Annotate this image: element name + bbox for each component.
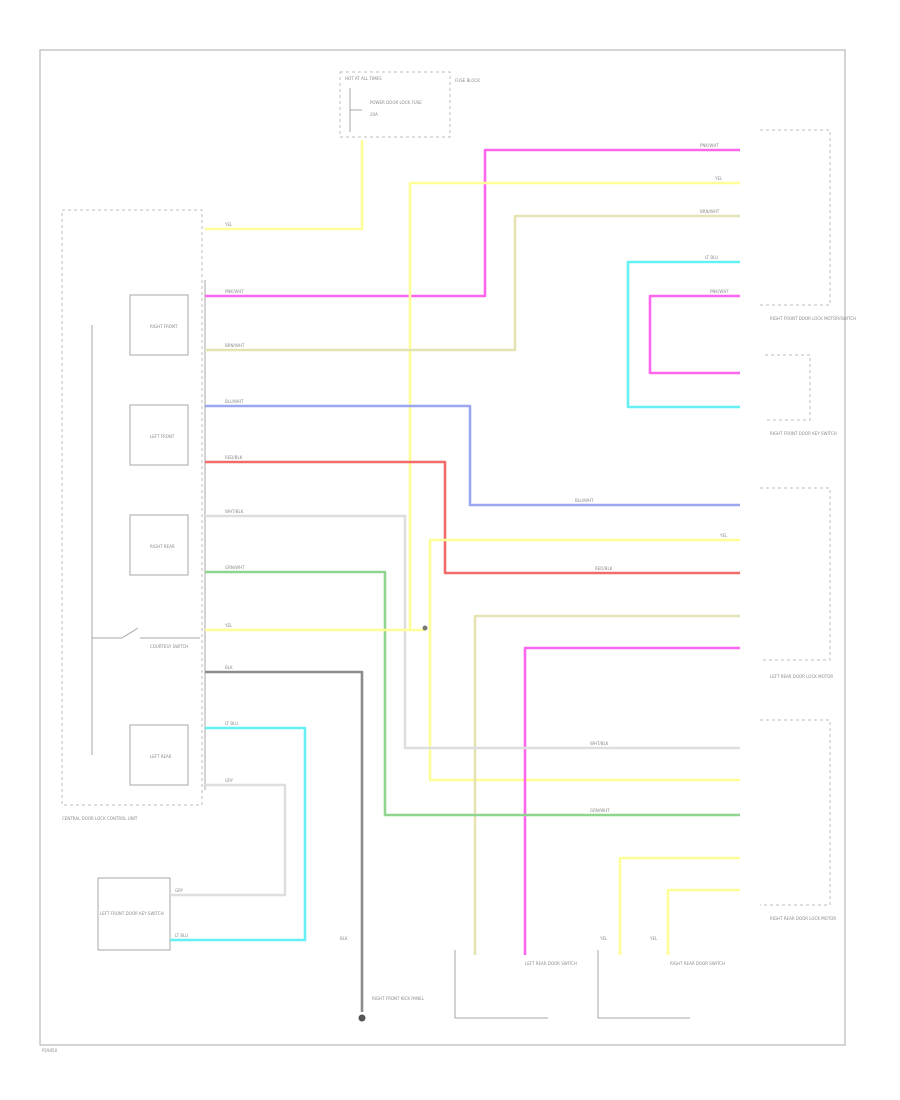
- svg-text:LT BLU: LT BLU: [175, 933, 188, 938]
- fuse-box-label: HOT AT ALL TIMES: [345, 76, 382, 81]
- wire-pink-lr: [523, 646, 740, 955]
- svg-text:YEL: YEL: [649, 936, 658, 941]
- ground-point: RIGHT FRONT KICK PANEL: [358, 996, 425, 1022]
- wire-tan-lr: [473, 614, 740, 955]
- wire-yellow-fuse: [205, 140, 364, 231]
- wire-white: [205, 514, 740, 750]
- wire-yellow-lr: [428, 538, 740, 782]
- svg-text:LT BLU: LT BLU: [225, 721, 238, 726]
- svg-text:YEL: YEL: [224, 222, 233, 227]
- control-unit: CENTRAL DOOR LOCK CONTROL UNIT RIGHT FRO…: [61, 209, 206, 821]
- splice-point: [422, 625, 428, 631]
- relay-right-front: RIGHT FRONT: [129, 294, 189, 356]
- lf-key-switch: LEFT FRONT DOOR KEY SWITCH: [97, 877, 171, 951]
- wire-yellow: [408, 181, 740, 630]
- relay-left-front: LEFT FRONT: [129, 404, 189, 466]
- svg-text:RIGHT REAR DOOR SWITCH: RIGHT REAR DOOR SWITCH: [670, 961, 725, 966]
- svg-text:RIGHT FRONT: RIGHT FRONT: [150, 324, 178, 329]
- lr-lock-motor: LEFT REAR DOOR LOCK MOTOR: [760, 487, 833, 679]
- wire-green: [205, 570, 740, 817]
- svg-text:BLU/WHT: BLU/WHT: [225, 399, 244, 404]
- wire-white-lf: [170, 783, 287, 897]
- svg-text:GRN/WHT: GRN/WHT: [590, 808, 610, 813]
- svg-text:GRN/WHT: GRN/WHT: [225, 565, 245, 570]
- svg-text:BLK: BLK: [225, 665, 233, 670]
- svg-text:PNK/WHT: PNK/WHT: [700, 143, 719, 148]
- svg-text:BLK: BLK: [340, 936, 348, 941]
- rf-key-switch: RIGHT FRONT DOOR KEY SWITCH: [765, 354, 837, 436]
- svg-text:LEFT REAR DOOR LOCK MOTOR: LEFT REAR DOOR LOCK MOTOR: [770, 674, 833, 679]
- wire-group: [170, 140, 740, 1012]
- svg-text:RIGHT REAR: RIGHT REAR: [150, 544, 175, 549]
- fuse-block-label: FUSE BLOCK: [455, 78, 480, 83]
- fuse-name-label: POWER DOOR LOCK FUSE: [370, 100, 422, 105]
- svg-text:GRY: GRY: [175, 888, 184, 893]
- svg-text:BLU/WHT: BLU/WHT: [575, 498, 594, 503]
- lr-door-switch: LEFT REAR DOOR SWITCH: [454, 950, 577, 1019]
- fuse-amps-label: 20A: [370, 112, 378, 117]
- svg-text:YEL: YEL: [224, 623, 233, 628]
- svg-text:BRN/WHT: BRN/WHT: [225, 343, 245, 348]
- svg-text:RIGHT FRONT DOOR LOCK MOTOR/SW: RIGHT FRONT DOOR LOCK MOTOR/SWITCH: [770, 316, 856, 321]
- svg-text:WHT/BLK: WHT/BLK: [590, 741, 609, 746]
- svg-text:PNK/WHT: PNK/WHT: [225, 289, 244, 294]
- wire-labels: PNK/WHT BRN/WHT BLU/WHT RED/BLK WHT/BLK …: [175, 143, 729, 941]
- svg-text:PNK/WHT: PNK/WHT: [710, 289, 729, 294]
- wire-grey: [205, 670, 364, 1012]
- wire-pink-rf: [648, 294, 740, 375]
- svg-text:RED/BLK: RED/BLK: [595, 566, 613, 571]
- wire-yellow-rr: [618, 856, 740, 955]
- relay-right-rear: RIGHT REAR: [129, 514, 189, 576]
- wire-cyan-lf: [170, 726, 307, 942]
- control-unit-label: CENTRAL DOOR LOCK CONTROL UNIT: [62, 816, 138, 821]
- wire-tan: [205, 214, 740, 352]
- svg-text:RED/BLK: RED/BLK: [225, 455, 243, 460]
- courtesy-switch: COURTESY SWITCH: [92, 627, 200, 649]
- wire-yellow-rr2: [666, 888, 740, 955]
- svg-text:LEFT REAR: LEFT REAR: [150, 754, 172, 759]
- diagram-frame: [39, 49, 846, 1046]
- svg-text:LEFT FRONT: LEFT FRONT: [150, 434, 175, 439]
- rr-door-switch: RIGHT REAR DOOR SWITCH: [597, 950, 725, 1019]
- rr-lock-motor: RIGHT REAR DOOR LOCK MOTOR: [760, 719, 836, 921]
- svg-text:YEL: YEL: [714, 176, 723, 181]
- relay-left-rear: LEFT REAR: [129, 724, 189, 786]
- fuse-block: HOT AT ALL TIMES POWER DOOR LOCK FUSE 20…: [339, 71, 480, 138]
- svg-text:GRY: GRY: [225, 778, 234, 783]
- wire-blue: [205, 404, 740, 507]
- svg-text:LEFT FRONT DOOR KEY SWITCH: LEFT FRONT DOOR KEY SWITCH: [100, 911, 164, 916]
- svg-text:WHT/BLK: WHT/BLK: [225, 509, 244, 514]
- svg-text:RIGHT REAR DOOR LOCK MOTOR: RIGHT REAR DOOR LOCK MOTOR: [770, 916, 836, 921]
- svg-text:LT BLU: LT BLU: [705, 255, 718, 260]
- svg-text:YEL: YEL: [719, 533, 728, 538]
- svg-text:BRN/WHT: BRN/WHT: [700, 209, 720, 214]
- wire-red: [205, 460, 740, 575]
- svg-text:YEL: YEL: [599, 936, 608, 941]
- page-code: P29450: [42, 1048, 58, 1053]
- svg-text:LEFT REAR DOOR SWITCH: LEFT REAR DOOR SWITCH: [525, 961, 577, 966]
- svg-text:RIGHT FRONT KICK PANEL: RIGHT FRONT KICK PANEL: [372, 996, 425, 1001]
- wire-cyan-rf: [626, 260, 740, 409]
- svg-text:RIGHT FRONT DOOR KEY SWITCH: RIGHT FRONT DOOR KEY SWITCH: [770, 431, 837, 436]
- wire-pink: [205, 148, 740, 298]
- rf-lock-motor: RIGHT FRONT DOOR LOCK MOTOR/SWITCH: [760, 129, 856, 321]
- svg-text:COURTESY SWITCH: COURTESY SWITCH: [150, 644, 188, 649]
